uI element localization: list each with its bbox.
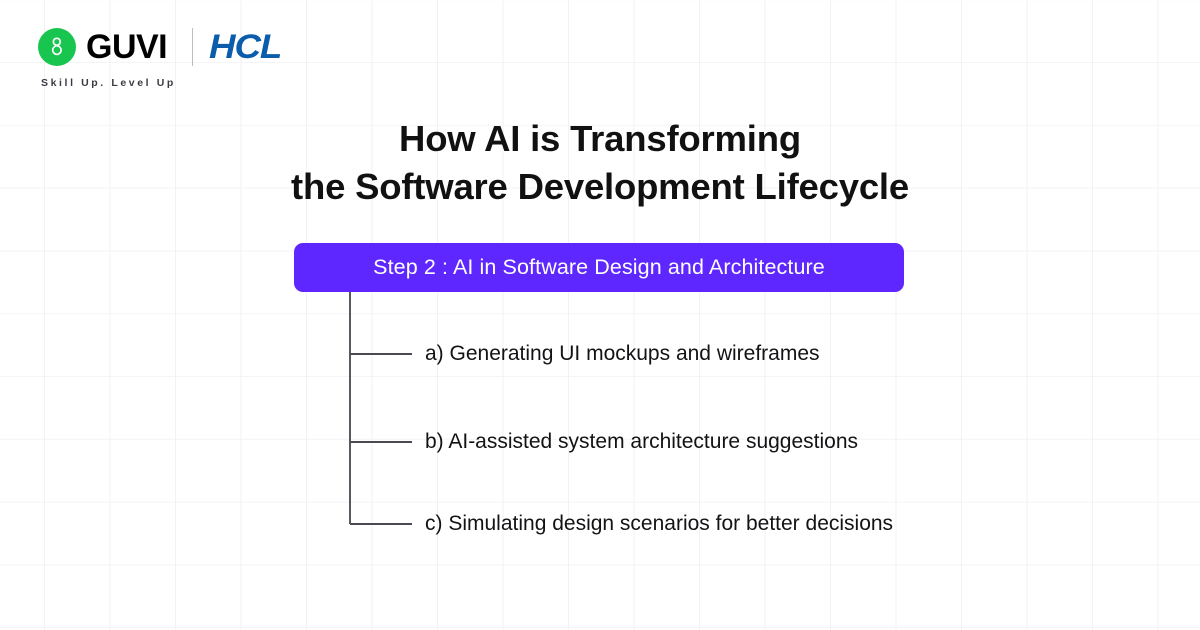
step-badge-label: Step 2 : AI in Software Design and Archi… [373, 255, 825, 279]
brand-divider-icon [191, 28, 193, 66]
tree-branch-line-a [350, 353, 412, 355]
hcl-wordmark: HCL [208, 28, 282, 66]
guvi-wordmark: GUVI [86, 28, 168, 66]
list-item: a) Generating UI mockups and wireframes [425, 342, 820, 365]
list-item: b) AI-assisted system architecture sugge… [425, 430, 859, 453]
tree-branch-line-c [350, 523, 412, 525]
brand-bar: GUVI Skill Up. Level Up HCL [38, 26, 282, 89]
step-badge: Step 2 : AI in Software Design and Archi… [294, 243, 904, 292]
tree-trunk-line [349, 292, 351, 524]
guvi-logo: GUVI [38, 26, 176, 68]
tree-branch-line-b [350, 441, 412, 443]
list-item: c) Simulating design scenarios for bette… [425, 512, 894, 535]
guvi-g-mark-icon [38, 28, 76, 66]
guvi-tagline: Skill Up. Level Up [41, 77, 176, 89]
page-title-line-2: the Software Development Lifecycle [291, 165, 909, 207]
page-title: How AI is Transforming the Software Deve… [0, 115, 1200, 211]
page-title-line-1: How AI is Transforming [399, 118, 801, 159]
guvi-brand-block: GUVI Skill Up. Level Up [38, 26, 176, 89]
